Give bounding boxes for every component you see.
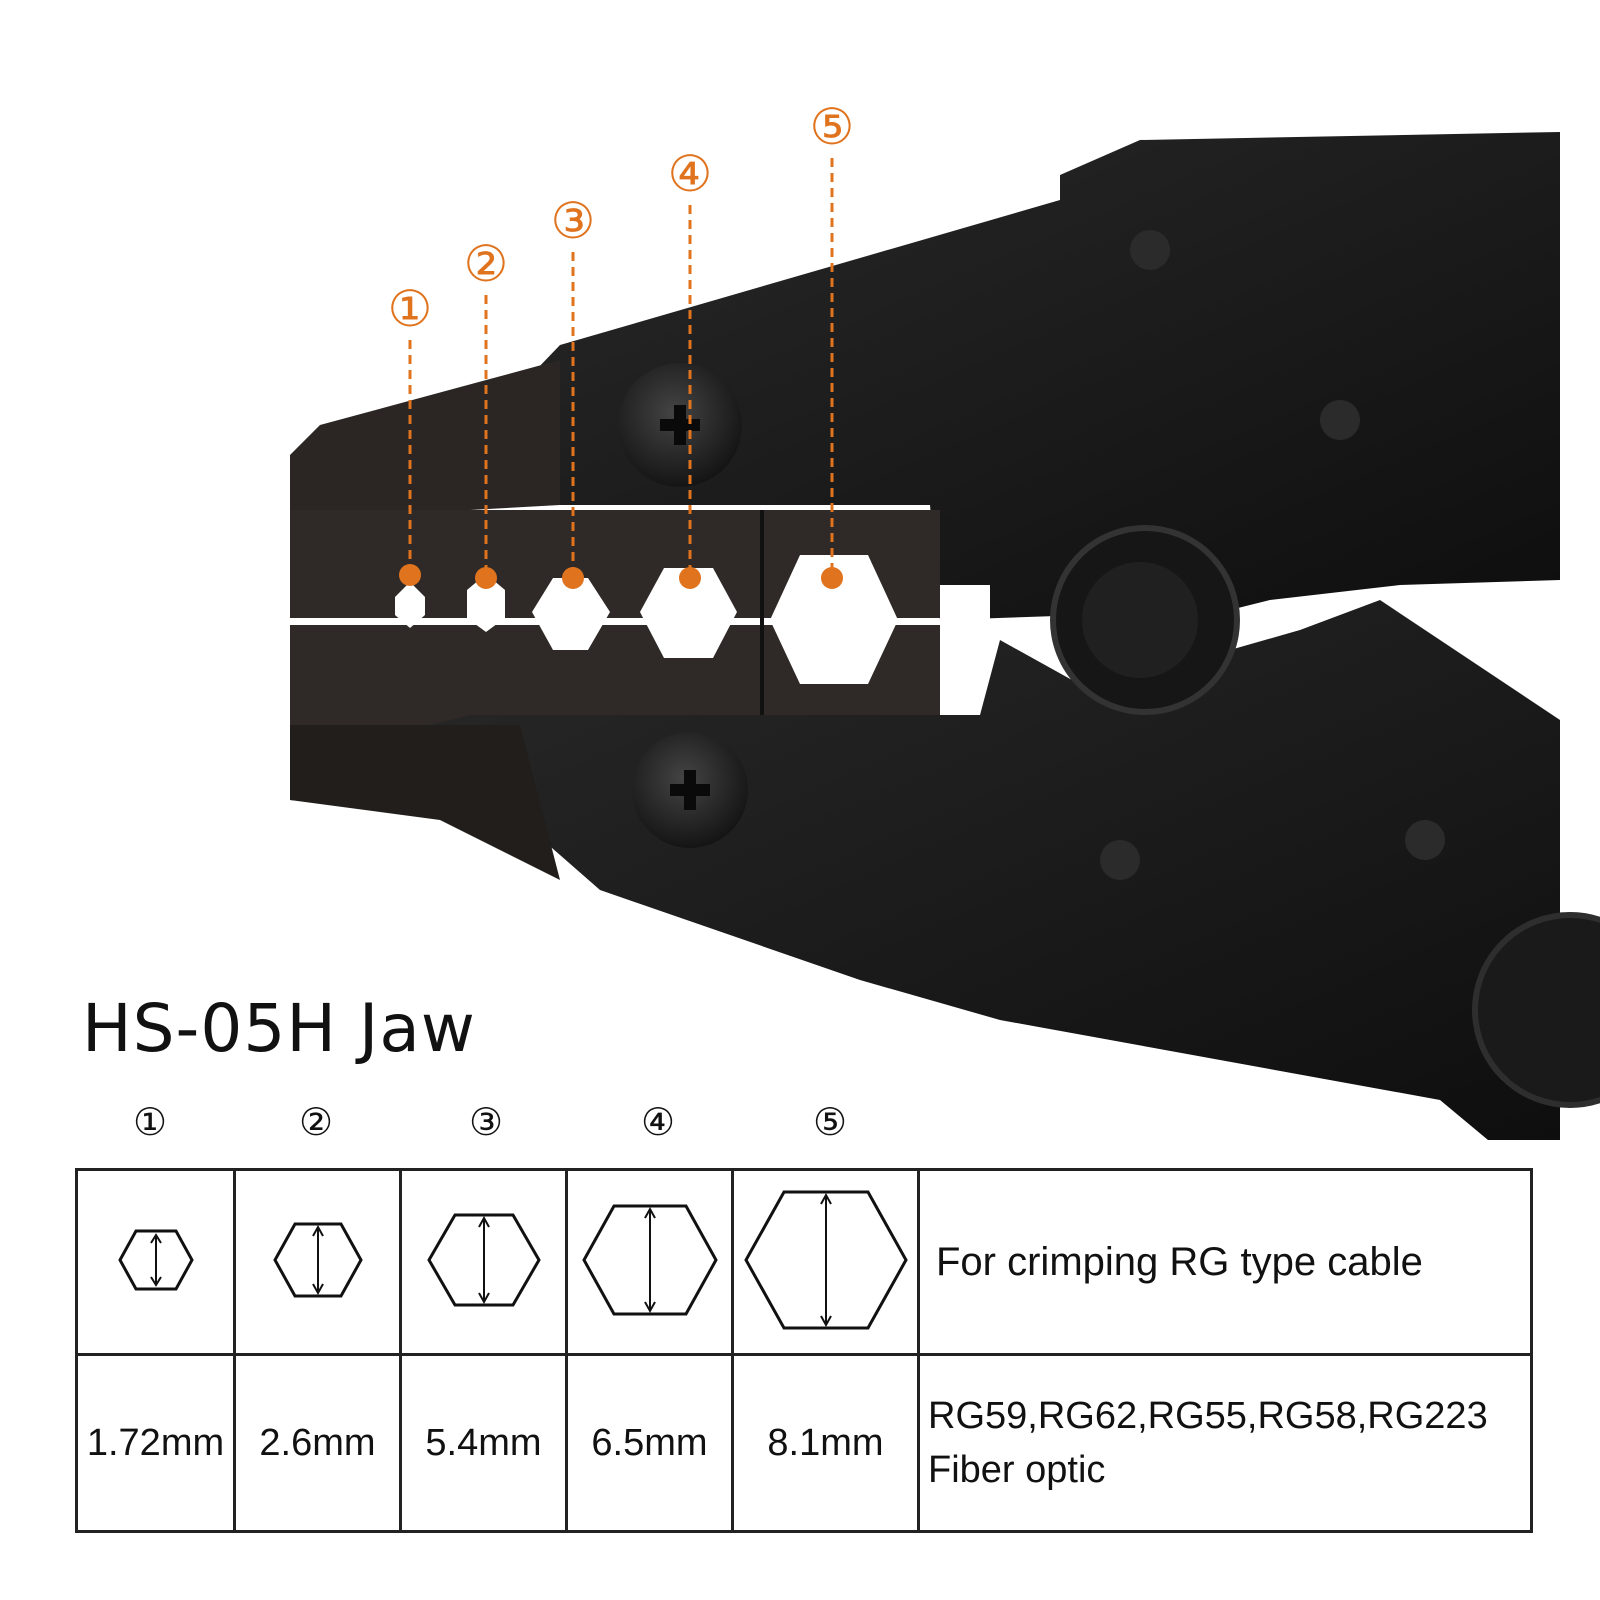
die-spec-table: For crimping RG type cable 1.72mm 2.6mm … (75, 1168, 1533, 1533)
cable-types-cell: RG59,RG62,RG55,RG58,RG223 Fiber optic (917, 1353, 1533, 1533)
callout-dot (821, 567, 843, 589)
cable-types-line: RG59,RG62,RG55,RG58,RG223 (928, 1395, 1488, 1437)
die-separator (760, 510, 764, 725)
die-number: ④ (640, 1100, 676, 1144)
upper-handle (440, 132, 1560, 620)
ratchet-icon (1472, 912, 1600, 1108)
die-size: 2.6mm (233, 1353, 402, 1533)
cable-types-line: Fiber optic (928, 1449, 1106, 1491)
hexagon-icon (581, 1204, 718, 1316)
callout-dot (399, 564, 421, 586)
lower-jaw (290, 725, 560, 880)
pivot-icon (1050, 525, 1240, 715)
callout-dot (562, 567, 584, 589)
table-row: For crimping RG type cable (75, 1168, 1533, 1356)
table-row: 1.72mm 2.6mm 5.4mm 6.5mm 8.1mm RG59,RG62… (75, 1353, 1533, 1533)
die-size: 1.72mm (75, 1353, 236, 1533)
die-callouts: ①②③ ④ ⑤ (388, 98, 855, 589)
jaw-head (290, 360, 560, 520)
screw-icon (632, 732, 748, 848)
screw-icon (618, 363, 742, 487)
crimping-tool-illustration: ①②③ ④ ⑤ (290, 98, 1600, 1140)
hexagon-icon (426, 1213, 541, 1307)
callout-number: ③ (551, 192, 596, 250)
callout-dot (679, 567, 701, 589)
hexagon-icon (743, 1190, 908, 1330)
die-shape-cell (75, 1168, 236, 1356)
hexagon-icon (117, 1229, 194, 1291)
purpose-cell: For crimping RG type cable (917, 1168, 1533, 1356)
die-number: ⑤ (812, 1100, 848, 1144)
lower-handle (290, 600, 1560, 1140)
die-number: ① (132, 1100, 168, 1144)
die-number: ② (298, 1100, 334, 1144)
callout-number: ⑤ (810, 98, 855, 156)
die-size: 6.5mm (565, 1353, 734, 1533)
die-openings (395, 555, 990, 684)
die-shape-cell (731, 1168, 920, 1356)
rivet-icon (1100, 230, 1445, 880)
callout-number: ① (388, 280, 433, 338)
die-size: 5.4mm (399, 1353, 568, 1533)
die-shape-cell (565, 1168, 734, 1356)
page-title: HS-05H Jaw (82, 990, 476, 1067)
die-number: ③ (468, 1100, 504, 1144)
callout-number: ④ (668, 145, 713, 203)
die-shape-cell (399, 1168, 568, 1356)
callout-dot (475, 567, 497, 589)
die-shape-cell (233, 1168, 402, 1356)
hexagon-icon (272, 1222, 363, 1298)
callout-number: ② (464, 235, 509, 293)
die-size: 8.1mm (731, 1353, 920, 1533)
